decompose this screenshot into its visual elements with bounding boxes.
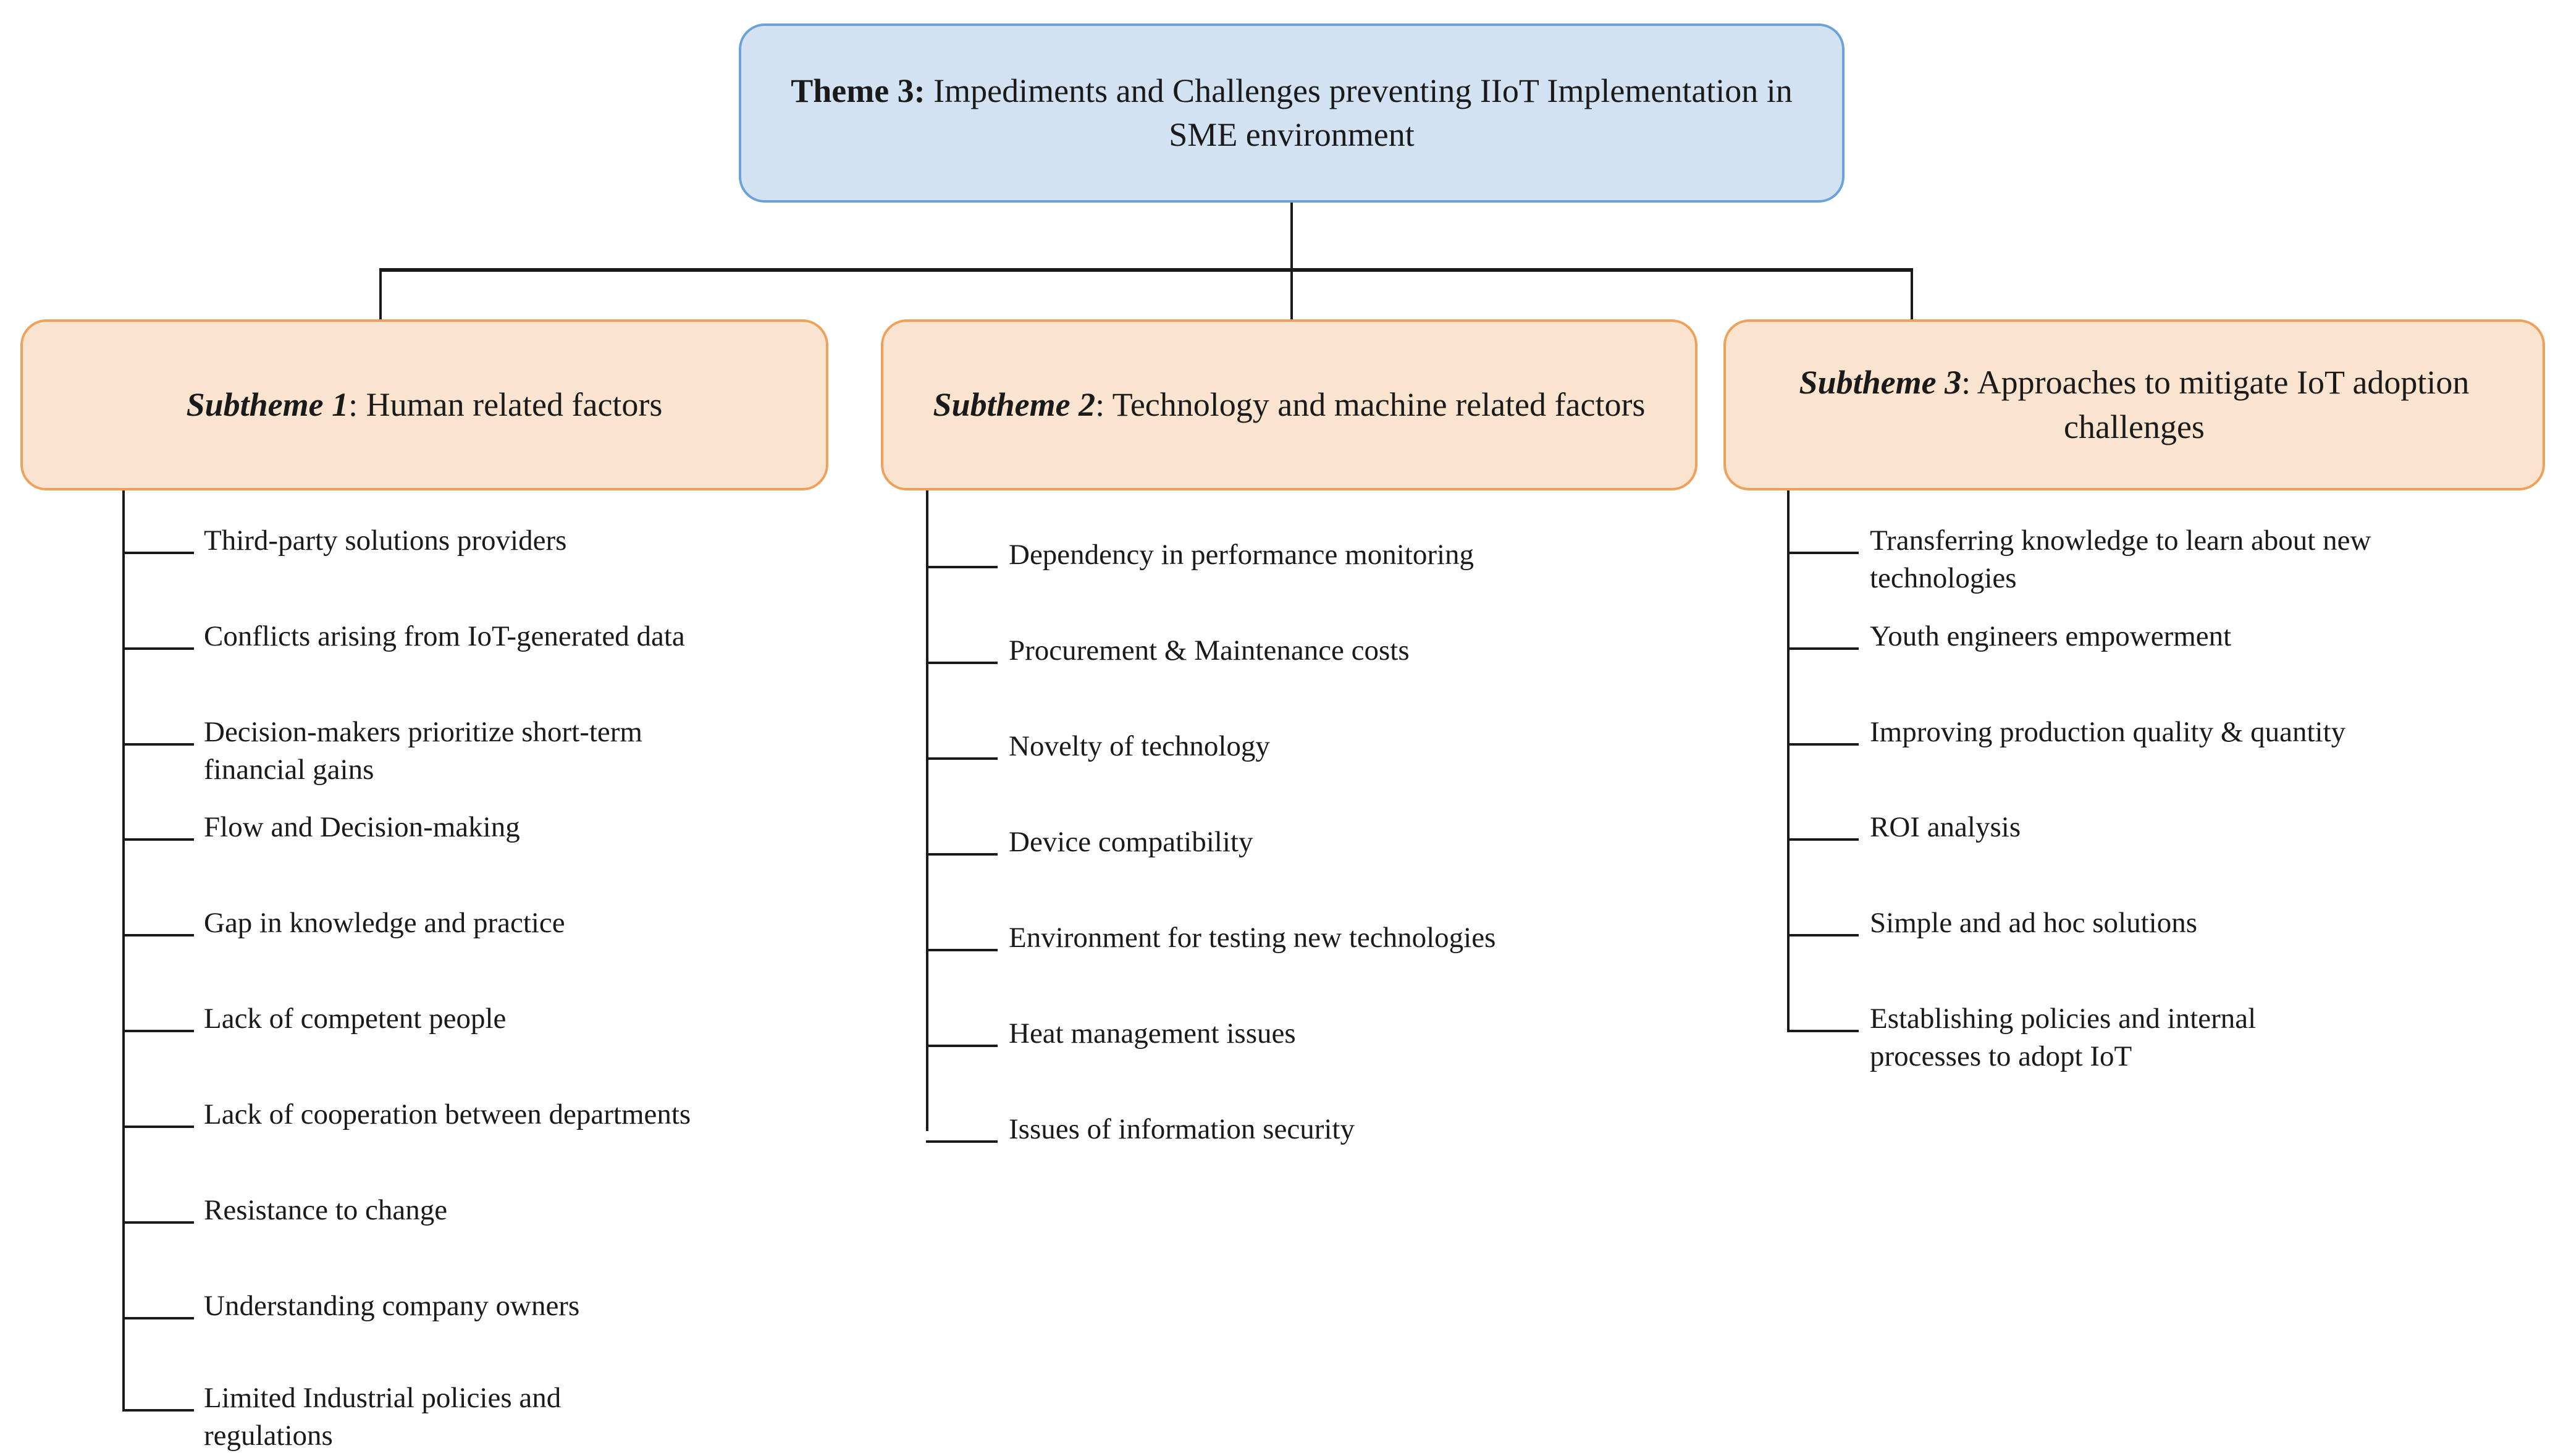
leaf-item-2-4[interactable]: Device compatibility xyxy=(1009,826,1253,858)
root-node-lead: Theme 3: xyxy=(791,72,925,109)
connector-leaf-1-5 xyxy=(122,934,194,936)
connector-bus xyxy=(379,268,1913,272)
subtheme-3-text: Subtheme 3: Approaches to mitigate IoT a… xyxy=(1726,361,2543,449)
leaf-item-2-6[interactable]: Heat management issues xyxy=(1009,1017,1296,1050)
leaf-item-3-2[interactable]: Youth engineers empowerment xyxy=(1870,620,2232,652)
connector-leaf-2-4 xyxy=(926,853,998,856)
leaf-item-1-1[interactable]: Third-party solutions providers xyxy=(204,524,567,557)
subtheme-3-lead: Subtheme 3 xyxy=(1799,364,1962,402)
connector-leaf-3-2 xyxy=(1787,647,1859,650)
connector-leaf-1-2 xyxy=(122,647,194,650)
connector-leaf-1-8 xyxy=(122,1221,194,1224)
connector-leaf-1-3 xyxy=(122,743,194,746)
connector-leaf-1-4 xyxy=(122,838,194,841)
subtheme-1-node[interactable]: Subtheme 1: Human related factors xyxy=(20,319,828,490)
connector-leaf-2-5 xyxy=(926,949,998,951)
connector-root-drop xyxy=(1290,203,1293,271)
connector-trunk-subtheme-2 xyxy=(926,490,928,1131)
leaf-item-3-3[interactable]: Improving production quality & quantity xyxy=(1870,716,2346,748)
leaf-item-1-3[interactable]: Decision-makers prioritize short-term fi… xyxy=(204,716,642,786)
subtheme-1-lead: Subtheme 1 xyxy=(186,385,349,423)
connector-leaf-1-10 xyxy=(122,1409,194,1412)
connector-leaf-3-4 xyxy=(1787,838,1859,841)
leaf-item-1-6[interactable]: Lack of competent people xyxy=(204,1003,507,1035)
connector-leaf-1-7 xyxy=(122,1126,194,1128)
leaf-item-1-9[interactable]: Understanding company owners xyxy=(204,1290,580,1322)
connector-leaf-3-1 xyxy=(1787,552,1859,554)
connector-leaf-3-6 xyxy=(1787,1030,1859,1032)
leaf-item-1-2[interactable]: Conflicts arising from IoT-generated dat… xyxy=(204,620,685,652)
subtheme-1-text: Subtheme 1: Human related factors xyxy=(23,383,826,427)
root-node-text: Theme 3: Impediments and Challenges prev… xyxy=(741,69,1842,158)
connector-leaf-3-5 xyxy=(1787,934,1859,936)
leaf-item-2-7[interactable]: Issues of information security xyxy=(1009,1113,1355,1145)
connector-leaf-2-1 xyxy=(926,566,998,568)
subtheme-3-node[interactable]: Subtheme 3: Approaches to mitigate IoT a… xyxy=(1723,319,2545,490)
subtheme-2-text: Subtheme 2: Technology and machine relat… xyxy=(883,383,1695,427)
connector-trunk-subtheme-3 xyxy=(1787,490,1790,1032)
leaf-item-1-5[interactable]: Gap in knowledge and practice xyxy=(204,907,565,939)
connector-leaf-3-3 xyxy=(1787,743,1859,746)
leaf-item-2-3[interactable]: Novelty of technology xyxy=(1009,730,1270,762)
leaf-item-2-5[interactable]: Environment for testing new technologies xyxy=(1009,922,1496,954)
root-node-rest: Impediments and Challenges preventing II… xyxy=(925,72,1793,153)
leaf-item-2-1[interactable]: Dependency in performance monitoring xyxy=(1009,539,1474,571)
connector-leaf-2-3 xyxy=(926,757,998,760)
connector-leaf-2-2 xyxy=(926,662,998,664)
leaf-item-1-8[interactable]: Resistance to change xyxy=(204,1194,448,1226)
subtheme-2-node[interactable]: Subtheme 2: Technology and machine relat… xyxy=(881,319,1697,490)
subtheme-2-rest: : Technology and machine related factors xyxy=(1095,385,1646,423)
connector-leaf-2-6 xyxy=(926,1045,998,1047)
leaf-item-1-7[interactable]: Lack of cooperation between departments xyxy=(204,1098,691,1130)
root-node-theme-3[interactable]: Theme 3: Impediments and Challenges prev… xyxy=(739,23,1845,203)
connector-drop-subtheme-3 xyxy=(1911,268,1913,321)
connector-drop-subtheme-2 xyxy=(1290,268,1293,321)
leaf-item-3-1[interactable]: Transferring knowledge to learn about ne… xyxy=(1870,524,2371,595)
leaf-item-1-4[interactable]: Flow and Decision-making xyxy=(204,811,520,843)
connector-leaf-1-6 xyxy=(122,1030,194,1032)
subtheme-3-rest: : Approaches to mitigate IoT adoption ch… xyxy=(1961,364,2470,445)
subtheme-1-rest: : Human related factors xyxy=(348,385,663,423)
connector-leaf-1-9 xyxy=(122,1317,194,1319)
leaf-item-3-6[interactable]: Establishing policies and internal proce… xyxy=(1870,1003,2257,1073)
connector-leaf-2-7 xyxy=(926,1140,998,1143)
leaf-item-3-5[interactable]: Simple and ad hoc solutions xyxy=(1870,907,2198,939)
leaf-item-1-10[interactable]: Limited Industrial policies and regulati… xyxy=(204,1382,562,1452)
connector-trunk-subtheme-1 xyxy=(122,490,125,1409)
leaf-item-2-2[interactable]: Procurement & Maintenance costs xyxy=(1009,634,1410,667)
subtheme-2-lead: Subtheme 2 xyxy=(933,385,1096,423)
connector-drop-subtheme-1 xyxy=(379,268,382,321)
connector-leaf-1-1 xyxy=(122,552,194,554)
leaf-item-3-4[interactable]: ROI analysis xyxy=(1870,811,2021,843)
